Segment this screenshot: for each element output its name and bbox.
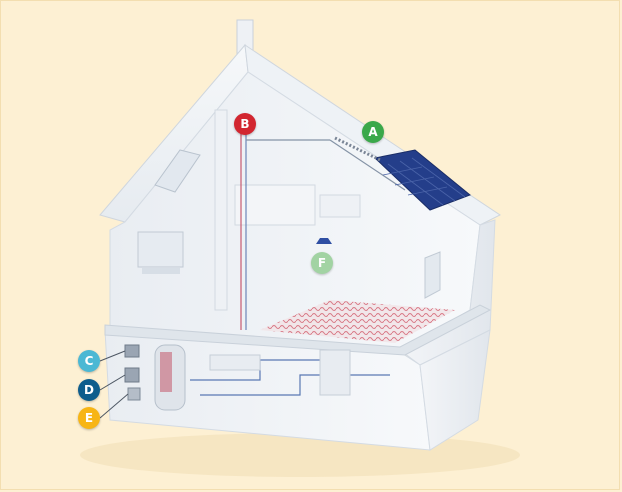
marker-f: F xyxy=(311,252,333,274)
ground-equipment xyxy=(210,355,260,370)
marker-d: D xyxy=(78,379,100,401)
ground-shadow xyxy=(80,433,520,477)
marker-a: A xyxy=(362,121,384,143)
attic-tank xyxy=(320,195,360,217)
unit-d xyxy=(125,368,139,382)
storage-tank-coil xyxy=(160,352,172,392)
marker-e: E xyxy=(78,407,100,429)
marker-b: B xyxy=(234,113,256,135)
unit-c xyxy=(125,345,139,357)
interior-wall-upper xyxy=(215,110,227,310)
room-window xyxy=(138,232,183,267)
sofa xyxy=(142,268,180,274)
side-window xyxy=(425,252,440,298)
attic-room xyxy=(235,185,315,225)
ground-cabinet xyxy=(320,350,350,395)
unit-e xyxy=(128,388,140,400)
marker-c: C xyxy=(78,350,100,372)
